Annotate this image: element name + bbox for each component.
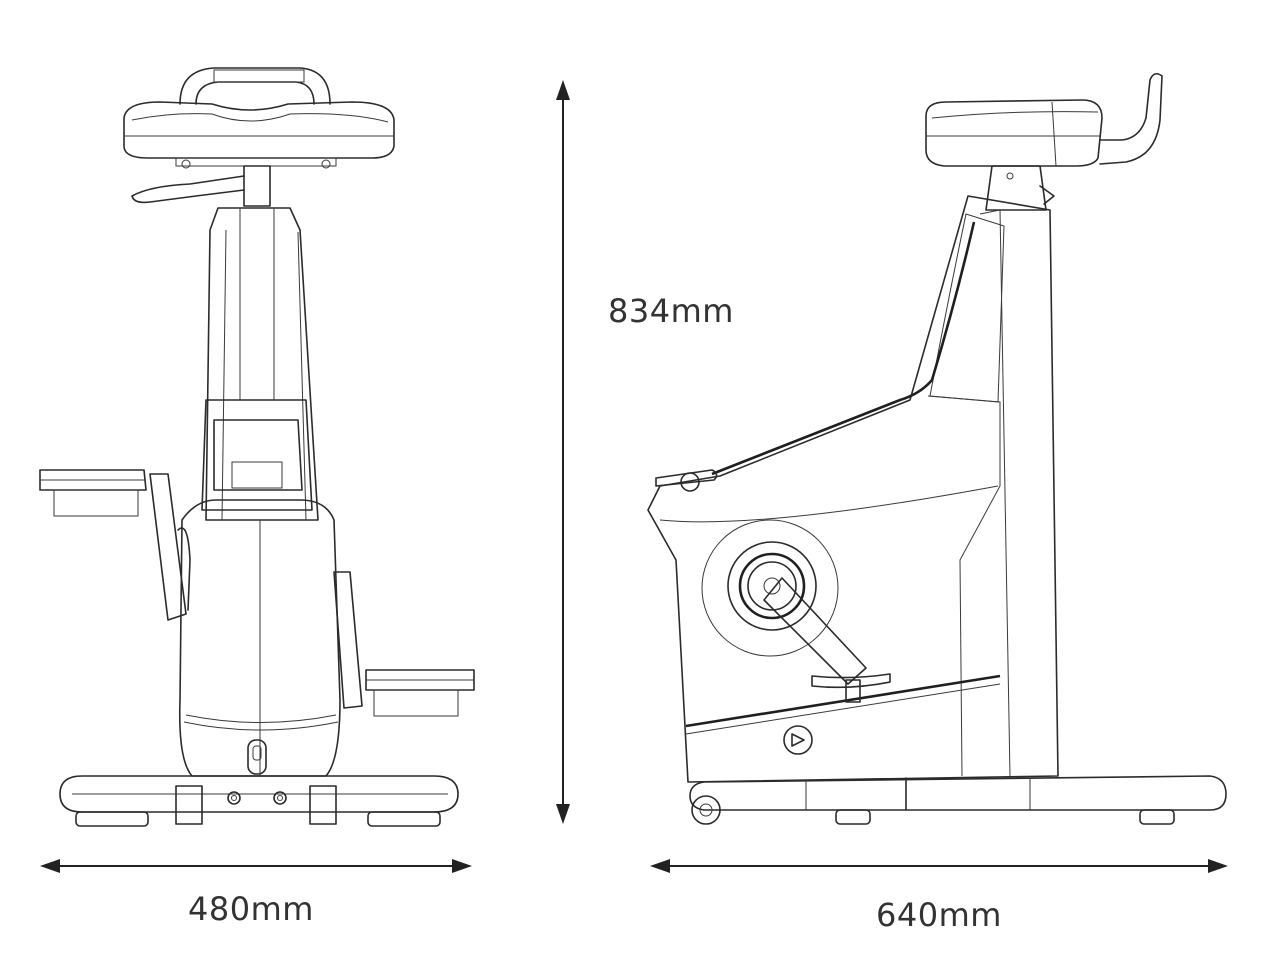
front-lower-body (178, 499, 341, 777)
side-depth-label: 640mm (876, 896, 1002, 934)
side-base (689, 775, 1227, 811)
side-view (647, 72, 1227, 825)
height-dimension-line (556, 80, 570, 824)
front-left-pedal (39, 469, 147, 491)
front-seat-lever (131, 175, 245, 204)
side-frame (647, 195, 1059, 783)
front-width-dimension-line (40, 859, 472, 873)
side-handlebar (1099, 72, 1163, 165)
height-label: 834mm (608, 292, 734, 330)
side-seat (925, 99, 1103, 167)
front-seat (123, 101, 395, 159)
side-flywheel (701, 519, 839, 657)
front-column (205, 207, 319, 521)
front-right-pedal (365, 669, 475, 691)
front-base (59, 775, 459, 813)
front-view (39, 67, 475, 827)
side-depth-dimension-line (650, 859, 1228, 873)
front-width-label: 480mm (188, 890, 314, 928)
